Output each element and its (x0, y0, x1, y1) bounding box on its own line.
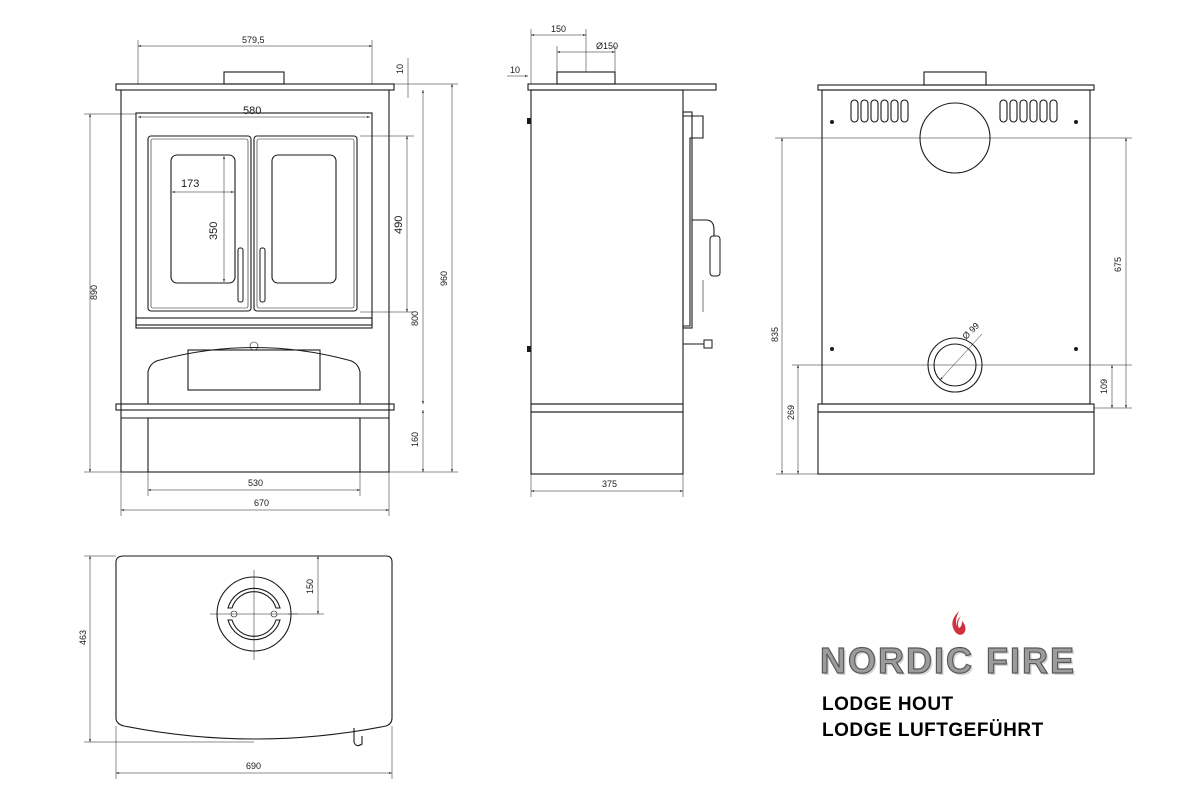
front-glass-width-label: 173 (181, 178, 199, 190)
vent-slots-right (999, 99, 1058, 123)
top-depth-label: 463 (78, 630, 88, 645)
back-inlet-offset-label: 109 (1099, 379, 1109, 394)
front-view: 579,5 10 580 173 350 490 890 800 960 160 (84, 35, 458, 516)
flame-icon (952, 611, 966, 635)
front-overall-width-label: 670 (254, 498, 269, 508)
side-depth-label: 375 (602, 479, 617, 489)
side-flue-offset-label: 150 (551, 24, 566, 34)
back-flue-height-label: 675 (1113, 257, 1123, 272)
model-name-air: LODGE LUFTGEFÜHRT (822, 720, 1044, 741)
back-height-to-inlet-label: 269 (786, 405, 796, 420)
front-height-to-door-label: 800 (410, 311, 420, 326)
front-door-height-label: 490 (393, 216, 405, 234)
vent-slots-left (850, 99, 909, 123)
front-height-to-top-label: 890 (89, 285, 99, 300)
model-name-wood: LODGE HOUT (822, 694, 954, 715)
front-top-width-label: 579,5 (242, 35, 265, 45)
front-door-width-label: 580 (243, 105, 261, 117)
top-view: 150 463 690 (78, 555, 393, 779)
front-base-height-label: 160 (410, 432, 420, 447)
front-top-offset-label: 10 (395, 64, 405, 74)
front-overall-height-label: 960 (439, 271, 449, 286)
brand-name: NORDIC FIRE (819, 639, 1076, 681)
side-view: 150 Ø150 10 375 (507, 24, 721, 497)
top-width-label: 690 (246, 761, 261, 771)
top-flue-offset-label: 150 (305, 579, 315, 594)
back-height-to-flue-label: 835 (770, 327, 780, 342)
side-flue-diameter-label: Ø150 (596, 41, 618, 51)
front-base-width-label: 530 (248, 478, 263, 488)
side-top-offset-label: 10 (510, 65, 520, 75)
back-view: Ø 99 835 269 675 109 (770, 71, 1132, 475)
front-glass-height-label: 350 (208, 222, 220, 240)
